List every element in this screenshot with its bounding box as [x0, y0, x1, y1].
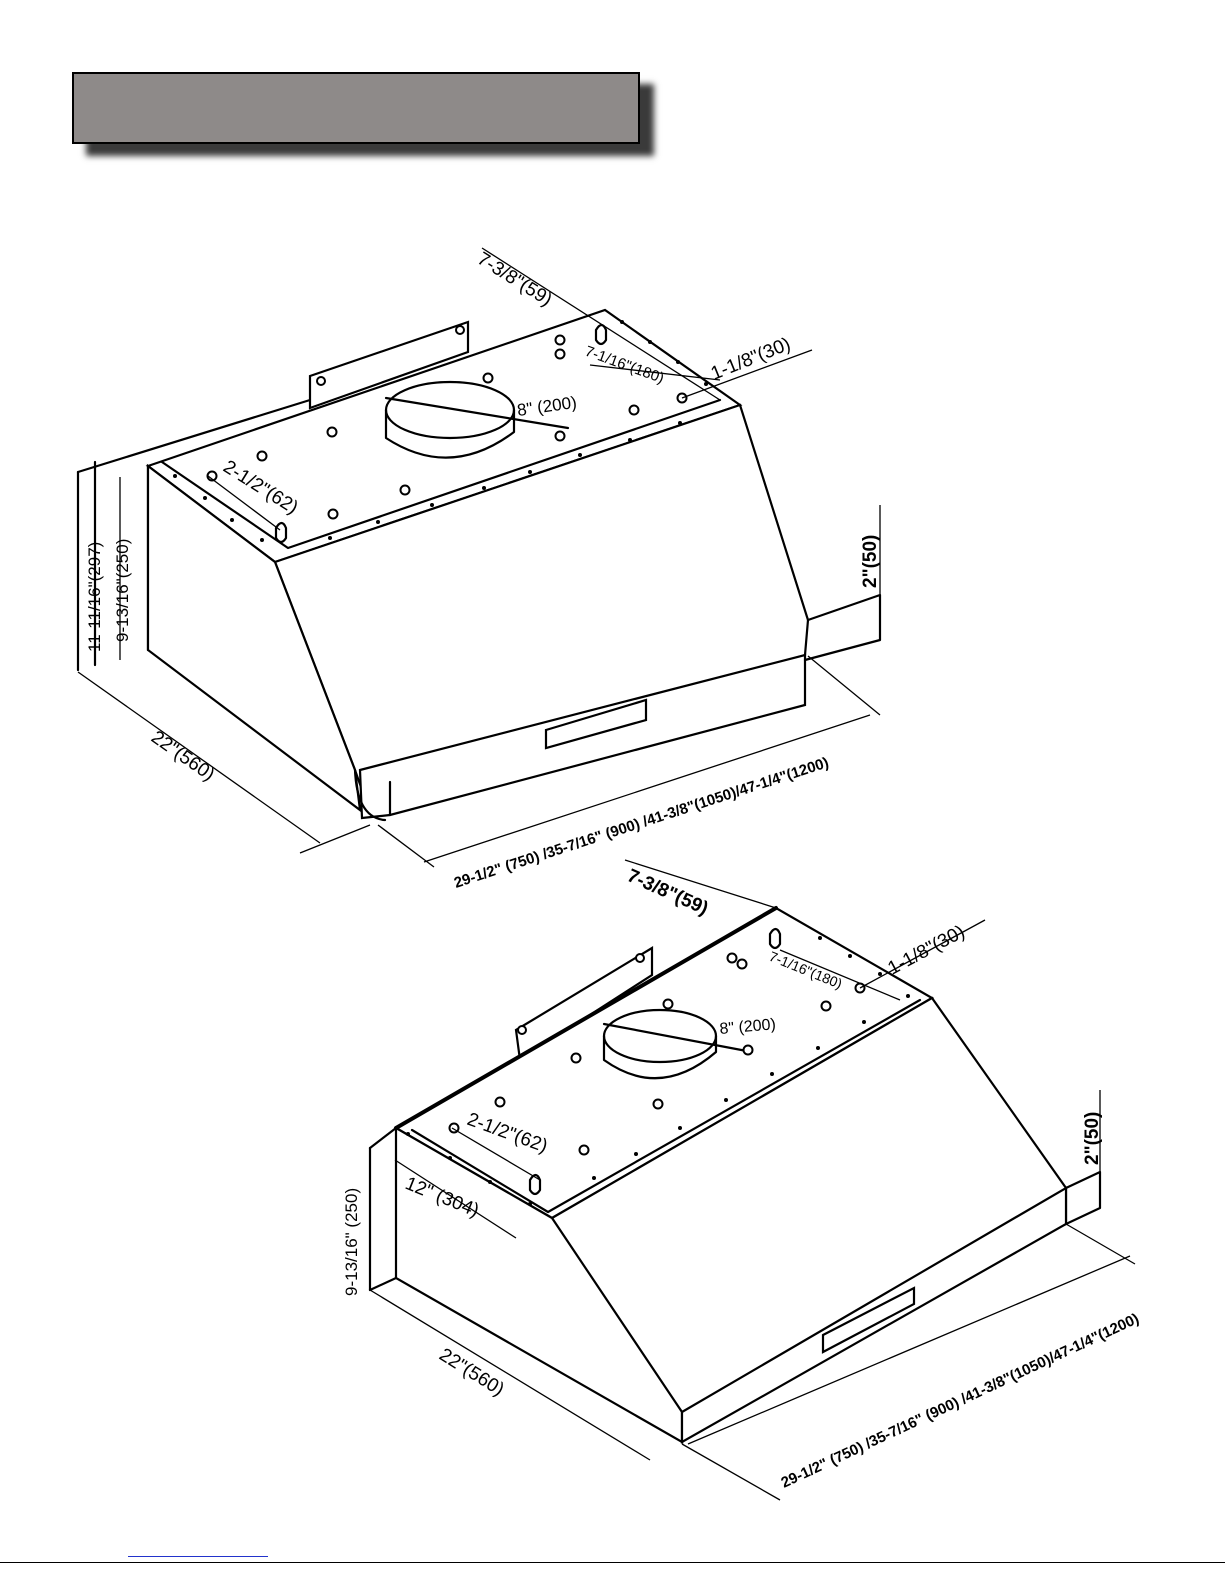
footer-link-underline[interactable] [128, 1556, 268, 1557]
control-panel [544, 698, 648, 750]
lower-hood: 7-3/8"(59) 1-1/8"(30) 7-1/16"(180) 8" (2… [342, 859, 1142, 1501]
footer-rule [0, 1562, 1225, 1563]
mounting-bracket [308, 320, 470, 410]
dim-label-rear-offset-lower: 1-1/8"(30) [884, 922, 968, 980]
dim-label-height-total: 11-11/16"(297) [85, 542, 104, 652]
upper-hood: 7-3/8"(59) 1-1/8"(30) 7-1/16"(180) 8" (2… [76, 247, 882, 892]
dim-label-front-lip: 2"(50) [860, 535, 881, 588]
section-title-bar [72, 72, 640, 144]
control-panel-lower [821, 1286, 916, 1354]
dim-label-duct-lower: 8" (200) [719, 1016, 777, 1038]
dim-label-rear-offset: 1-1/8"(30) [708, 334, 794, 385]
dim-label-height-body-lower: 9-13/16" (250) [342, 1188, 361, 1296]
dim-label-depth: 22"(560) [147, 727, 218, 786]
dim-label-front-lip-lower: 2"(50) [1082, 1112, 1103, 1165]
dim-label-chimney-depth: 7-3/8"(59) [473, 248, 555, 310]
dim-label-depth-lower: 22"(560) [435, 1344, 507, 1400]
mounting-bracket-lower [514, 946, 654, 1062]
dim-label-height-body: 9-13/16"(250) [113, 539, 132, 642]
